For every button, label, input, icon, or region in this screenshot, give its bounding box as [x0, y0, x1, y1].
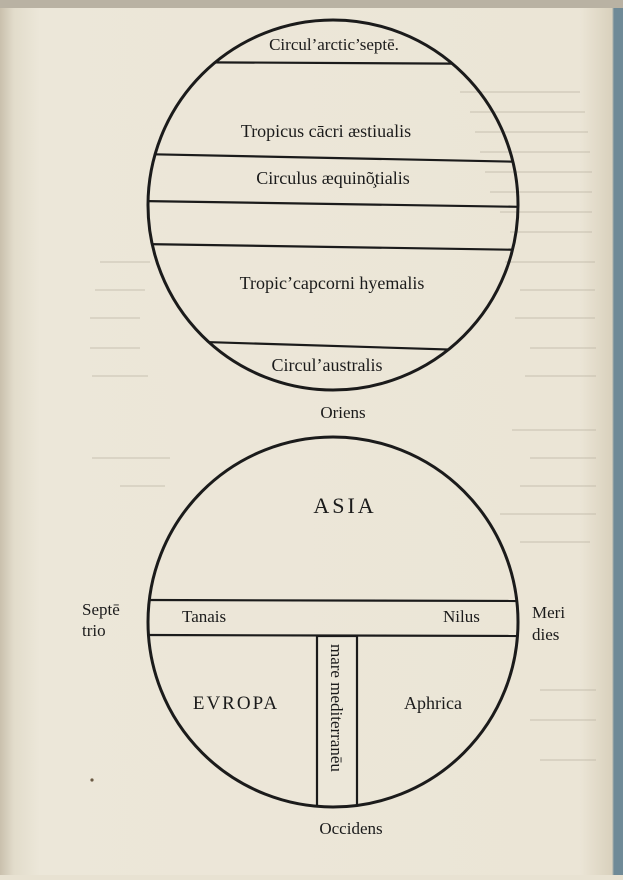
label-septentrio-1: Septē: [82, 600, 120, 619]
zones-sphere: Circul’arctic’septē. Tropicus cācri æs…: [146, 18, 520, 392]
label-meridies-2: dies: [532, 625, 559, 644]
label-australis-circle: Circul’australis: [272, 355, 383, 375]
cancer-tropic-upper-line: [148, 152, 518, 164]
label-equinoctial-circle: Circulus æquinõ̧tialis: [256, 168, 410, 188]
label-tanais: Tanais: [182, 607, 226, 626]
world-map-outline: [146, 435, 520, 809]
label-arctic-circle: Circul’arctic’septē.: [269, 35, 399, 54]
label-asia: ASIA: [313, 493, 376, 518]
arctic-circle-line: [148, 60, 518, 66]
label-tropic-cancer: Tropicus cācri æstiualis: [241, 121, 411, 141]
label-septentrio-2: trio: [82, 621, 106, 640]
label-meridies-1: Meri: [532, 603, 565, 622]
zones-sphere-outline: [146, 18, 520, 392]
australis-circle-line: [148, 338, 518, 354]
capricorn-tropic-upper-line: [148, 242, 518, 252]
label-aphrica: Aphrica: [404, 693, 462, 713]
label-nilus: Nilus: [443, 607, 480, 626]
ink-speck: [90, 778, 94, 782]
tanais-nilus-upper-line: [148, 598, 518, 603]
label-tropic-capricorn: Tropic’capcorni hyemalis: [240, 273, 425, 293]
mediterranean-band: [315, 634, 359, 807]
label-oriens: Oriens: [320, 403, 365, 422]
label-occidens: Occidens: [319, 819, 382, 838]
cancer-tropic-lower-line: [148, 199, 518, 209]
label-europa: EVROPA: [193, 693, 279, 714]
show-through-text: [90, 91, 596, 761]
world-map-sphere: ASIA Tanais Nilus EVROPA Aphrica mare me…: [146, 435, 520, 809]
label-mediterranean-sea: mare mediterranēu: [327, 644, 346, 772]
